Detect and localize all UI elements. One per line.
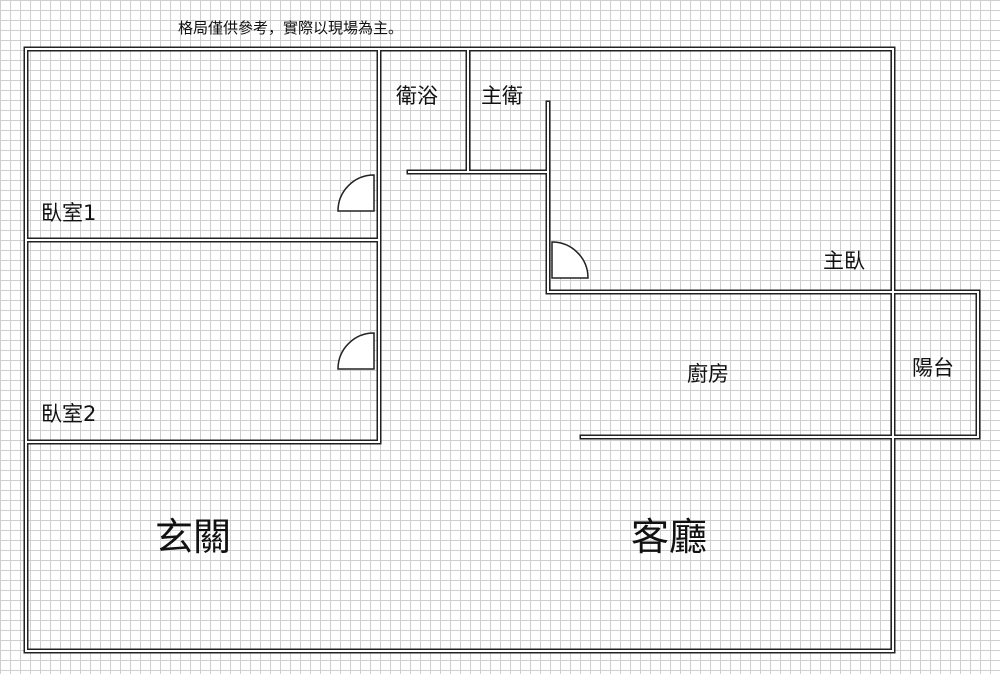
disclaimer-note: 格局僅供參考，實際以現場為主。 [178, 19, 404, 37]
door-bedroom2 [337, 332, 375, 370]
walls [23, 46, 981, 654]
room-label-kitchen: 廚房 [687, 362, 729, 386]
room-label-balcony: 陽台 [912, 356, 954, 380]
room-label-living-room: 客廳 [631, 515, 708, 559]
door-master-bedroom [551, 241, 589, 279]
room-label-bedroom1: 臥室1 [41, 201, 97, 225]
door-bedroom1 [337, 174, 375, 212]
room-label-bedroom2: 臥室2 [41, 402, 97, 426]
room-label-bath: 衛浴 [396, 84, 438, 108]
room-label-entrance: 玄關 [155, 515, 232, 559]
room-label-master-bath: 主衛 [481, 84, 523, 108]
room-label-master-bedroom: 主臥 [823, 249, 865, 273]
